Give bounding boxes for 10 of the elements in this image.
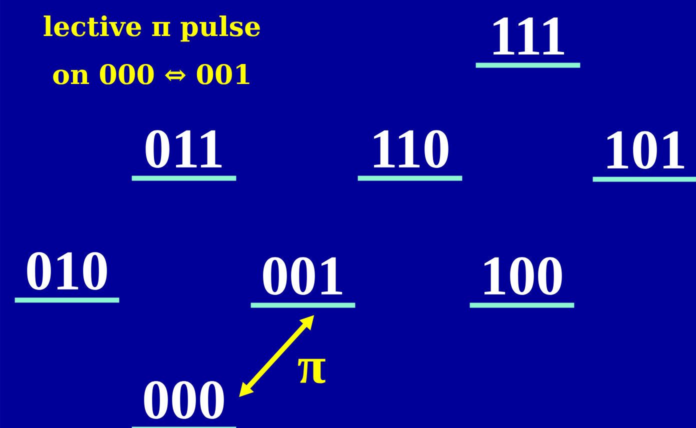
energy-level: 000 bbox=[132, 381, 236, 428]
energy-level: 011 bbox=[132, 130, 236, 181]
energy-level: 110 bbox=[358, 130, 462, 181]
title: lective π pulse on 000 ⇔ 001 bbox=[44, 16, 260, 84]
energy-level: 101 bbox=[592, 131, 696, 182]
energy-level: 001 bbox=[250, 257, 356, 308]
energy-level: 100 bbox=[470, 257, 574, 308]
edge-label: π bbox=[298, 358, 326, 384]
energy-level: 111 bbox=[476, 18, 580, 68]
energy-level: 010 bbox=[14, 252, 120, 303]
